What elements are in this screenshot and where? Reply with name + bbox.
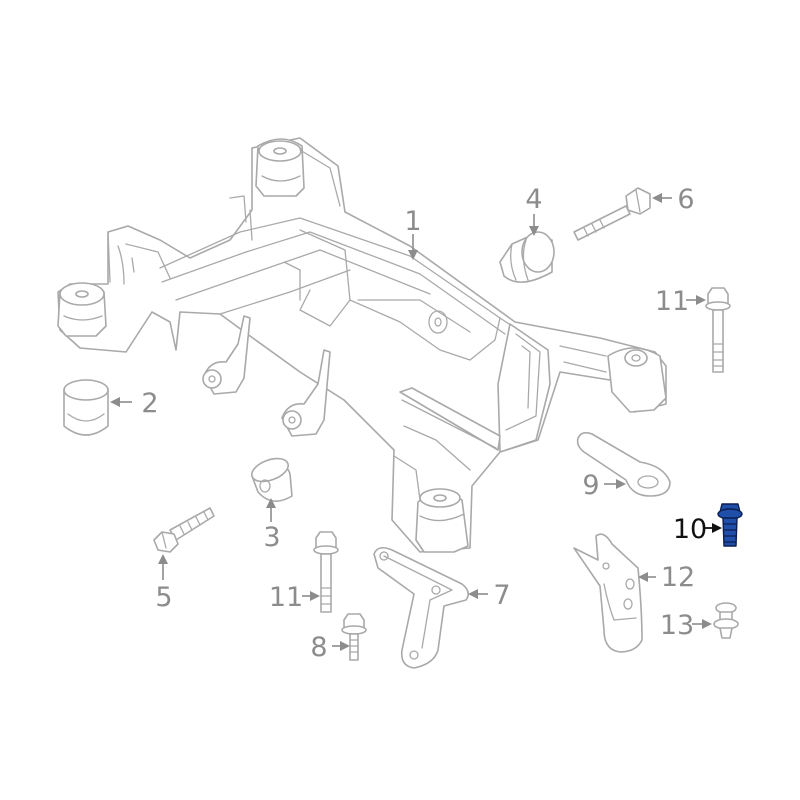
bushing-part-3[interactable] xyxy=(249,454,293,502)
bushing-part-4[interactable] xyxy=(499,231,555,283)
bolt-part-10-highlighted[interactable] xyxy=(717,503,743,547)
callout-5[interactable]: 5 xyxy=(155,582,172,613)
callout-7[interactable]: 7 xyxy=(493,580,510,611)
callout-9[interactable]: 9 xyxy=(582,470,599,501)
callout-4[interactable]: 4 xyxy=(525,184,542,215)
callout-8[interactable]: 8 xyxy=(310,632,327,663)
callout-10-highlighted[interactable]: 10 xyxy=(673,514,707,545)
leader-arrows xyxy=(110,193,722,651)
callout-1[interactable]: 1 xyxy=(404,206,421,237)
bolt-part-8[interactable] xyxy=(341,613,367,661)
callout-11-lower[interactable]: 11 xyxy=(269,582,303,613)
callout-3[interactable]: 3 xyxy=(263,522,280,553)
bracket-part-12[interactable] xyxy=(573,533,643,653)
subframe-part-1[interactable] xyxy=(57,137,667,553)
callout-2[interactable]: 2 xyxy=(141,388,158,419)
bushing-part-2[interactable] xyxy=(63,379,109,436)
bolt-part-11-upper[interactable] xyxy=(705,287,731,373)
bracket-part-7[interactable] xyxy=(373,546,470,669)
bracket-part-9[interactable] xyxy=(576,431,671,497)
callout-13[interactable]: 13 xyxy=(660,610,694,641)
callout-11-upper[interactable]: 11 xyxy=(655,286,689,317)
callout-6[interactable]: 6 xyxy=(677,184,694,215)
bolt-part-5[interactable] xyxy=(153,507,215,553)
callout-12[interactable]: 12 xyxy=(661,562,695,593)
bolt-part-11-lower[interactable] xyxy=(313,531,339,613)
bolt-part-6[interactable] xyxy=(573,187,651,241)
clip-part-13[interactable] xyxy=(713,602,739,639)
